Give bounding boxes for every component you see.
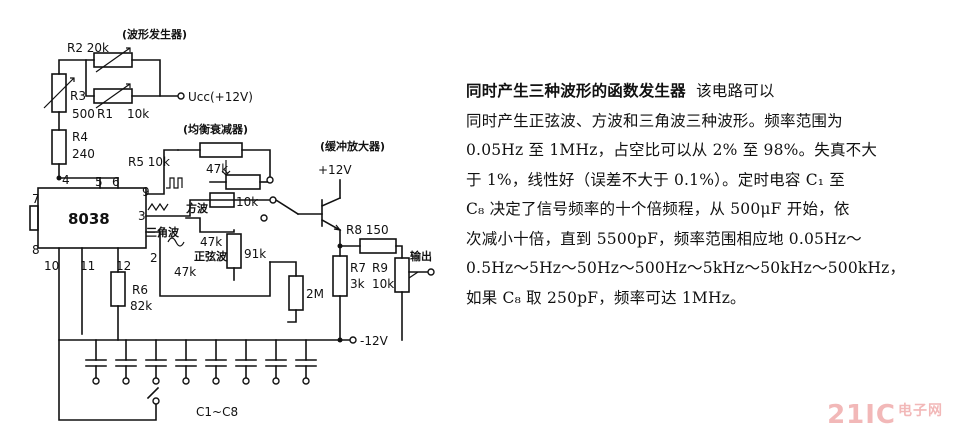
- description-line-5: C₈ 决定了信号频率的十个倍频程，从 500μF 开始，依: [466, 200, 850, 218]
- negative-rail: -12V: [58, 247, 389, 348]
- r-47k-top: [225, 174, 261, 190]
- r4-resistor: [51, 129, 67, 165]
- pin-4: 4: [62, 173, 70, 187]
- pin-5: 5: [95, 175, 103, 189]
- r2-label: R2 20k: [67, 41, 109, 55]
- r-2m-label: 2M: [306, 287, 324, 301]
- pin-9: 9: [142, 185, 150, 199]
- r-91k: [226, 233, 242, 269]
- chip-notch: [29, 205, 39, 231]
- description-line-1: 该电路可以: [696, 82, 775, 100]
- r-91k-label: 91k: [244, 247, 266, 261]
- triangle-wave-glyph: [147, 202, 169, 212]
- r6-resistor: [110, 271, 126, 307]
- r-2m: [288, 275, 304, 311]
- pin-12: 12: [116, 259, 131, 273]
- output-label: 输出: [410, 249, 432, 263]
- r-47k-mid-label: 47k: [200, 235, 222, 249]
- description-title: 同时产生三种波形的函数发生器: [466, 81, 686, 100]
- pin-8: 8: [32, 243, 40, 257]
- r9-value: 10k: [372, 277, 394, 291]
- r6-value: 82k: [130, 299, 152, 313]
- r7-value: 3k: [350, 277, 365, 291]
- r8-label: R8 150: [346, 223, 389, 237]
- r7-label: R7: [350, 261, 366, 275]
- sine-wave-label: 正弦波: [194, 249, 228, 263]
- watermark-sub: 电子网: [898, 403, 943, 419]
- watermark-main: 21IC: [827, 400, 896, 430]
- buffer-amp-label: (缓冲放大器): [320, 139, 385, 153]
- chip-label: 8038: [68, 210, 110, 228]
- description-line-6: 次减小十倍，直到 5500pF，频率范围相应地 0.05Hz～: [466, 229, 862, 248]
- ic-8038: 8038 4 5 6 7 8 9 3 2 10 11 12: [29, 173, 158, 273]
- minus12-terminal: [349, 336, 357, 344]
- triangle-wave-label: 三角波: [146, 225, 180, 239]
- r-10k-mid-label: 10k: [236, 195, 258, 209]
- r3-value: 500: [72, 107, 95, 121]
- description-line-4: 于 1%，线性好（误差不大于 0.1%）。定时电容 C₁ 至: [466, 170, 846, 189]
- capacitor-selector: [146, 386, 160, 400]
- balance-reducer-label: (均衡衰减器): [183, 122, 248, 136]
- pin-11: 11: [80, 259, 95, 273]
- r1-label: R1: [97, 107, 113, 121]
- waveform-generator-label: (波形发生器): [122, 27, 187, 41]
- r7-resistor: [332, 255, 348, 297]
- balance-reducer: (均衡衰减器) R5 10k 47k 10k 方波 三角波 正弦波: [128, 122, 324, 323]
- r6-group: R6 82k: [110, 247, 152, 341]
- plus12-label: +12V: [318, 163, 352, 177]
- r1-value: 10k: [127, 107, 149, 121]
- r-47k-low-label: 47k: [174, 265, 196, 279]
- timing-capacitors: C1~C8: [58, 339, 317, 421]
- square-wave-glyph: [166, 177, 183, 189]
- r5-resistor-box: [199, 142, 243, 158]
- r9-label: R9: [372, 261, 388, 275]
- r6-label: R6: [132, 283, 148, 297]
- description-line-2: 同时产生正弦波、方波和三角波三种波形。频率范围为: [466, 111, 843, 130]
- pin-7: 7: [32, 192, 40, 206]
- r4-label: R4: [72, 130, 88, 144]
- r3-label: R3: [70, 89, 86, 103]
- buffer-amplifier: (缓冲放大器) +12V 输出 R8 150 R7 3k R9 10k: [318, 139, 435, 341]
- vcc-label: Ucc(+12V): [188, 90, 253, 104]
- description-line-8: 如果 C₈ 取 250pF，频率可达 1MHz。: [466, 288, 746, 307]
- selector-switch: [274, 198, 300, 216]
- output-terminal: [427, 268, 435, 276]
- r8-resistor: [359, 238, 397, 254]
- r-47k-top-label: 47k: [206, 162, 228, 176]
- circuit-description: 同时产生三种波形的函数发生器 该电路可以 同时产生正弦波、方波和三角波三种波形。…: [466, 76, 944, 313]
- pin-10: 10: [44, 259, 59, 273]
- waveform-generator-network: (波形发生器) R2 20k R3 500 R1 10k Ucc(+12V) R…: [43, 27, 253, 181]
- r9-resistor: [394, 257, 410, 293]
- r-10k-mid: [209, 192, 235, 208]
- minus12-label: -12V: [360, 334, 389, 348]
- description-line-3: 0.05Hz 至 1MHz，占空比可以从 2% 至 98%。失真不大: [466, 141, 878, 159]
- pin-6: 6: [112, 175, 120, 189]
- r4-value: 240: [72, 147, 95, 161]
- square-wave-label: 方波: [186, 201, 209, 215]
- pin-3: 3: [138, 209, 146, 223]
- capacitors-label: C1~C8: [196, 405, 238, 419]
- description-line-7: 0.5Hz～5Hz～50Hz～500Hz～5kHz～50kHz～500kHz，: [466, 259, 906, 277]
- vcc-terminal: [177, 92, 185, 100]
- sine-wave-glyph: [167, 237, 185, 247]
- pin-2: 2: [150, 251, 158, 265]
- r5-label: R5 10k: [128, 155, 170, 169]
